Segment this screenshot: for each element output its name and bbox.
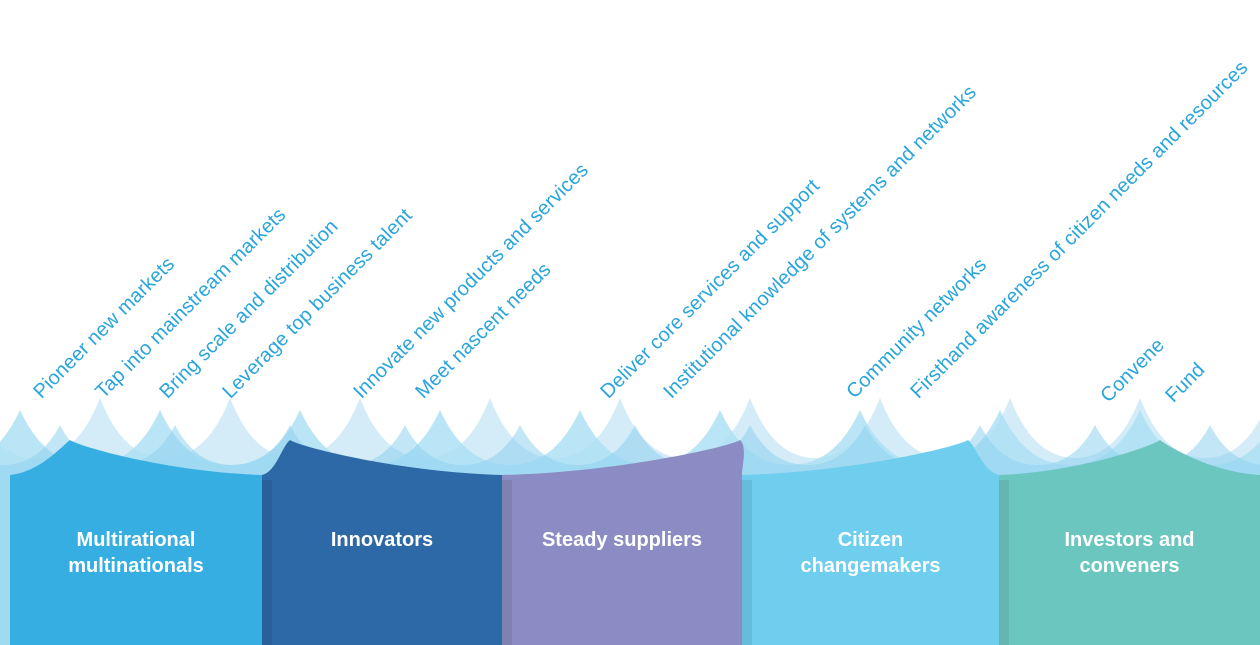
category-block-investors <box>999 440 1260 645</box>
category-edge-investors <box>999 480 1009 645</box>
category-line: Steady suppliers <box>541 529 703 551</box>
category-citizen-changemakers: Citizen changemakers <box>742 515 999 591</box>
category-line: Innovators <box>330 529 434 551</box>
category-line: multinationals <box>68 555 204 577</box>
category-block-multirational <box>10 440 262 645</box>
category-edge-citizen <box>742 480 752 645</box>
category-innovators: Innovators <box>262 515 502 565</box>
category-edge-steady <box>502 480 512 645</box>
category-line: Investors and <box>1064 529 1195 551</box>
category-investors-and-conveners: Investors and conveners <box>999 515 1260 591</box>
category-block-citizen <box>742 440 999 645</box>
category-line: conveners <box>1079 555 1180 577</box>
category-steady-suppliers: Steady suppliers <box>502 515 742 565</box>
category-edge-innovators <box>262 480 272 645</box>
category-line: Citizen <box>837 529 904 551</box>
category-block-steady <box>502 440 744 645</box>
category-line: changemakers <box>800 555 941 577</box>
category-block-innovators <box>262 440 502 645</box>
category-line: Multirational <box>76 529 196 551</box>
category-multirational-multinationals: Multirational multinationals <box>10 515 262 591</box>
